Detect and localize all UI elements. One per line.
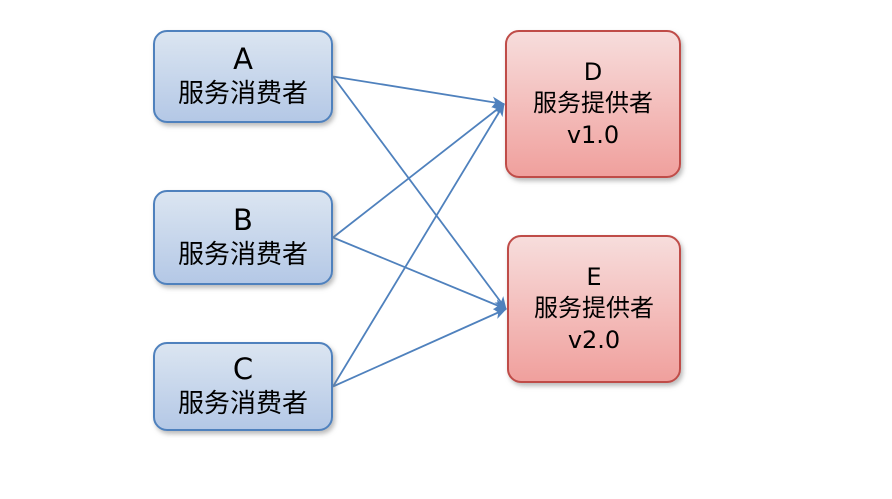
- edge-C-D: [332, 103, 505, 387]
- node-e-subtitle: 服务提供者: [534, 294, 654, 323]
- node-b-title: B: [233, 202, 253, 237]
- node-d-service-provider-v1: D 服务提供者 v1.0: [505, 30, 681, 178]
- node-e-title: E: [586, 263, 602, 292]
- node-a-subtitle: 服务消费者: [177, 79, 308, 110]
- edge-B-D: [332, 103, 505, 239]
- node-e-service-provider-v2: E 服务提供者 v2.0: [507, 235, 681, 383]
- node-a-title: A: [233, 41, 253, 76]
- node-d-version: v1.0: [566, 120, 620, 149]
- edge-C-E: [332, 308, 507, 388]
- node-d-title: D: [583, 58, 603, 87]
- node-c-subtitle: 服务消费者: [177, 389, 308, 420]
- edge-B-E: [332, 236, 507, 310]
- node-c-service-consumer: C 服务消费者: [153, 342, 333, 431]
- node-a-service-consumer: A 服务消费者: [153, 30, 333, 123]
- node-b-service-consumer: B 服务消费者: [153, 190, 333, 285]
- edge-A-E: [332, 75, 507, 310]
- node-c-title: C: [232, 351, 254, 386]
- edge-A-D: [332, 75, 505, 108]
- node-e-version: v2.0: [567, 325, 621, 354]
- node-d-subtitle: 服务提供者: [533, 89, 653, 118]
- node-b-subtitle: 服务消费者: [177, 240, 308, 271]
